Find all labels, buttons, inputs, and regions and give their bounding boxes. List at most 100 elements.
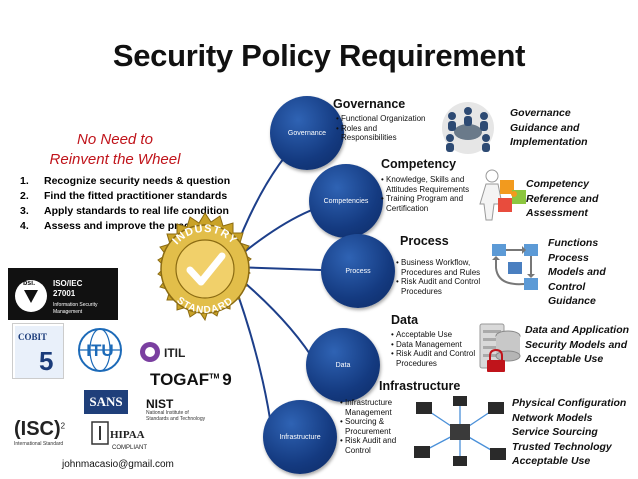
togaf-text: TOGAF <box>150 370 210 389</box>
cobit-text: COBIT <box>18 332 47 342</box>
step-item: 4. Assess and improve the practice <box>20 219 260 234</box>
isc-sup: 2 <box>60 421 66 431</box>
togaf-number: 9 <box>222 370 232 389</box>
node-data: Data <box>306 328 380 402</box>
node-process: Process <box>321 234 395 308</box>
bullet-item: Data Management <box>391 340 477 350</box>
team-meeting-icon <box>442 102 494 154</box>
itil-logo: ITIL <box>138 338 202 366</box>
node-competencies: Competencies <box>309 164 383 238</box>
sans-text: SANS <box>89 394 123 409</box>
tagline-line: No Need to <box>77 131 153 148</box>
side-note-infrastructure: Physical Configuration Network Models Se… <box>512 396 626 469</box>
nist-logo: NIST National Institute of Standards and… <box>146 398 236 426</box>
step-text: Recognize security needs & question <box>44 175 231 187</box>
bullet-item: Infrastructure Management <box>340 398 416 417</box>
side-line: Data and Application <box>525 324 630 336</box>
step-text: Find the fitted practitioner standards <box>44 190 228 202</box>
bullet-item: Risk Audit and Control Procedures <box>391 349 477 368</box>
side-line: Process <box>548 251 589 264</box>
side-line: Assessment <box>526 207 588 219</box>
industry-standard-seal-icon: INDUSTRY STANDARD <box>157 212 252 322</box>
hipaa-sub: COMPLIANT <box>112 445 147 451</box>
section-title-competency: Competency <box>381 157 457 171</box>
bullet-item: Business Workflow, Procedures and Rules <box>396 258 500 277</box>
isc2-logo: (ISC)2 International Standard <box>14 418 84 454</box>
bullet-item: Risk Audit and Control <box>340 436 416 455</box>
iso-sub: Management <box>53 309 83 315</box>
checkmark-icon <box>186 252 226 286</box>
hipaa-logo: HIPAA COMPLIANT <box>90 420 152 458</box>
side-line: Competency <box>526 178 590 190</box>
bullet-item: Functional Organization <box>336 114 426 124</box>
author-email: johnmacasio@gmail.com <box>62 459 174 470</box>
bullet-item: Risk Audit and Control Procedures <box>396 277 500 296</box>
side-line: Network Models <box>512 411 593 424</box>
step-item: 3. Apply standards to real life condition <box>20 204 260 219</box>
step-number: 1. <box>20 175 29 187</box>
bullet-item: Roles and Responsibilities <box>336 124 426 143</box>
bullet-item: Sourcing & Procurement <box>340 417 416 436</box>
cobit-logo: COBIT 5 <box>12 323 64 379</box>
node-infrastructure: Infrastructure <box>263 400 337 474</box>
tagline-line: Reinvent the Wheel <box>49 151 181 168</box>
side-line: Guidance and <box>510 121 580 134</box>
step-number: 3. <box>20 205 29 217</box>
nist-sub: National Institute of <box>146 410 189 416</box>
sans-logo: SANS <box>84 390 128 414</box>
side-line: Acceptable Use <box>512 455 591 467</box>
isc-sub: International Standard <box>14 441 64 447</box>
itil-text: ITIL <box>164 346 185 360</box>
side-line: Reference and <box>526 192 599 205</box>
side-line: Acceptable Use <box>525 353 604 365</box>
page-title: Security Policy Requirement <box>112 38 526 73</box>
tagline: No Need to Reinvent the Wheel <box>20 130 210 170</box>
side-note-data: Data and Application Security Models and… <box>525 323 629 367</box>
side-line: Functions <box>548 237 599 249</box>
step-number: 2. <box>20 190 29 202</box>
side-line: Physical Configuration <box>512 397 627 409</box>
itu-logo: ITU <box>72 326 128 374</box>
side-line: Models and <box>548 266 606 278</box>
isc-text: (ISC) <box>14 418 61 440</box>
bullets-governance: Functional Organization Roles and Respon… <box>336 114 426 143</box>
workflow-arrows-icon <box>492 244 538 290</box>
togaf-tm: TM <box>209 373 220 381</box>
section-title-data: Data <box>391 313 419 327</box>
iso-number: 27001 <box>53 289 76 298</box>
nist-sub: Standards and Technology <box>146 416 206 422</box>
bullets-process: Business Workflow, Procedures and Rules … <box>396 258 500 296</box>
step-item: 1. Recognize security needs & question <box>20 174 260 189</box>
nist-text: NIST <box>146 397 174 411</box>
iso-27001-logo: bsi. ISO/IEC 27001 Information Security … <box>8 268 118 320</box>
section-title-infrastructure: Infrastructure <box>379 379 461 393</box>
side-line: Trusted Technology <box>512 440 612 453</box>
bsi-text: bsi. <box>23 280 35 287</box>
section-title-governance: Governance <box>333 97 406 111</box>
side-line: Control <box>548 280 586 293</box>
puzzle-person-icon <box>479 169 526 221</box>
steps-list: 1. Recognize security needs & question 2.… <box>20 174 260 234</box>
step-text: Assess and improve the practice <box>44 220 208 232</box>
step-number: 4. <box>20 220 29 232</box>
side-note-competency: Competency Reference and Assessment <box>526 177 598 221</box>
side-note-governance: Governance Guidance and Implementation <box>510 106 588 150</box>
step-text: Apply standards to real life condition <box>44 205 229 217</box>
side-line: Guidance <box>548 295 596 307</box>
side-note-process: Functions Process Models and Control Gui… <box>548 236 606 309</box>
database-lock-icon <box>479 323 521 372</box>
side-line: Governance <box>510 107 571 119</box>
bullets-data: Acceptable Use Data Management Risk Audi… <box>391 330 477 368</box>
node-governance: Governance <box>270 96 344 170</box>
bullets-infrastructure: Infrastructure Management Sourcing & Pro… <box>340 398 416 455</box>
side-line: Implementation <box>510 136 588 148</box>
section-title-process: Process <box>400 234 449 248</box>
bullet-item: Training Program and Certification <box>381 194 481 213</box>
network-servers-icon <box>414 396 506 466</box>
iso-sub: Information Security <box>53 302 98 308</box>
hipaa-text: HIPAA <box>110 429 145 441</box>
itu-text: ITU <box>86 341 113 360</box>
step-item: 2. Find the fitted practitioner standards <box>20 189 260 204</box>
iso-text: ISO/IEC <box>53 279 83 288</box>
